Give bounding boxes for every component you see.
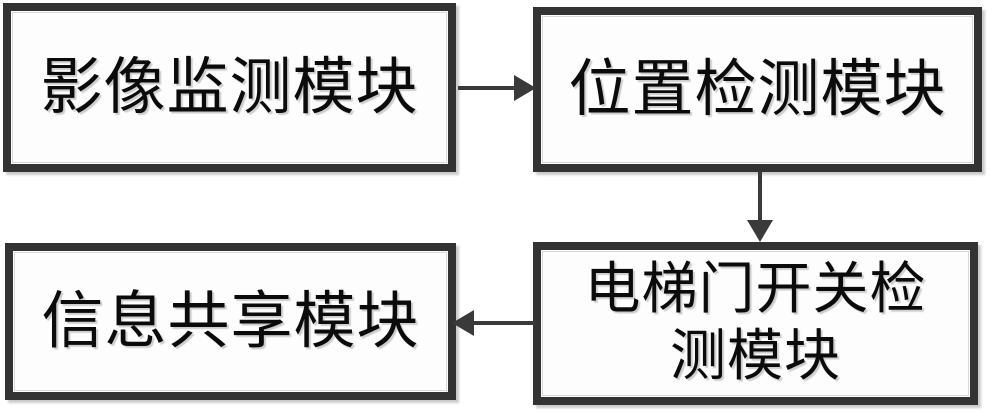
flow-node-door-switch[interactable]: 电梯门开关检 测模块 xyxy=(533,242,978,405)
arrow-down-icon xyxy=(747,220,773,242)
connector-line xyxy=(758,172,762,224)
flow-node-label-door-switch: 电梯门开关检 测模块 xyxy=(584,257,927,389)
connector-line xyxy=(458,86,520,90)
arrow-right-icon xyxy=(514,75,536,101)
flow-node-image-monitor[interactable]: 影像监测模块 xyxy=(3,3,456,172)
flow-node-info-share[interactable]: 信息共享模块 xyxy=(5,243,456,400)
flow-node-label-position-detect: 位置检测模块 xyxy=(568,52,947,126)
flow-node-position-detect[interactable]: 位置检测模块 xyxy=(533,7,982,172)
arrow-left-icon xyxy=(452,310,474,336)
connector-line xyxy=(472,321,535,325)
flow-node-label-info-share: 信息共享模块 xyxy=(41,284,420,358)
flow-node-label-image-monitor: 影像监测模块 xyxy=(40,50,419,124)
